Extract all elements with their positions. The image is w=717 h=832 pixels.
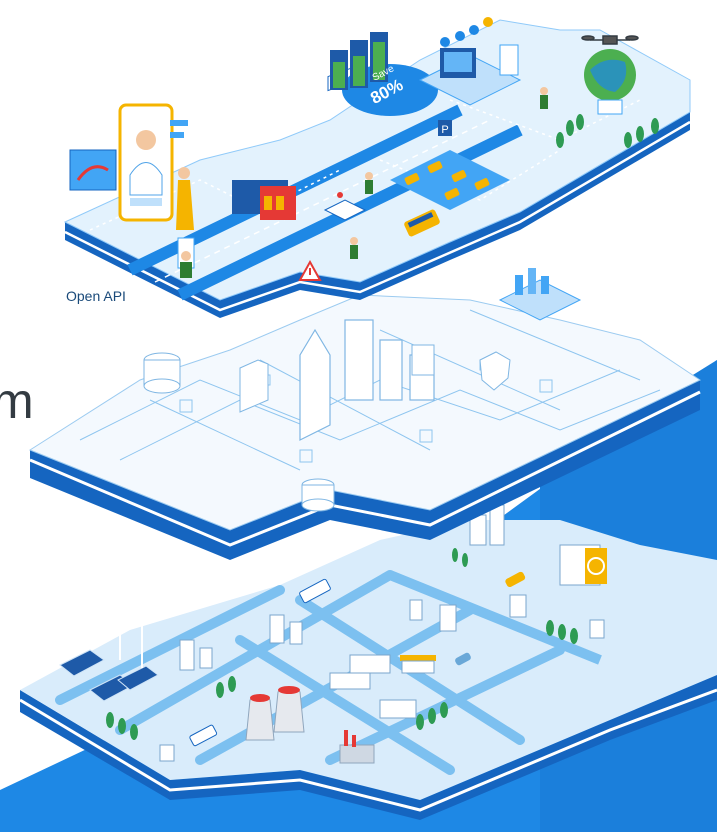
- open-api-label: Open API: [66, 288, 126, 304]
- drone-icon: [581, 35, 639, 45]
- battery-icon: [330, 32, 388, 90]
- middle-data-layer: [28, 268, 702, 560]
- globe-icon: [584, 49, 636, 115]
- car-icon: [505, 571, 526, 588]
- top-services-layer: P: [63, 17, 691, 318]
- data-rain: [69, 170, 665, 410]
- warning-icon: [298, 259, 322, 281]
- folder-icon: [239, 359, 269, 413]
- server-icon: [411, 344, 435, 376]
- tree-icon: [106, 548, 578, 740]
- gas-station-icon: [400, 655, 436, 674]
- solar-panel-icon: [59, 649, 159, 702]
- bottom-city-layer: [19, 504, 717, 820]
- svg-text:P: P: [441, 124, 448, 136]
- wind-turbine-icon: [107, 599, 157, 668]
- bus-icon: [299, 578, 331, 604]
- tree-icon: [556, 114, 659, 148]
- cropped-heading-fragment: m: [0, 373, 34, 429]
- cooling-tower-icon: [245, 686, 305, 741]
- shield-icon: [479, 351, 511, 391]
- parking-icon: P: [438, 120, 452, 136]
- rising-data-lines: [39, 500, 651, 668]
- doctor-icon: [118, 103, 174, 222]
- bus-icon: [404, 209, 440, 237]
